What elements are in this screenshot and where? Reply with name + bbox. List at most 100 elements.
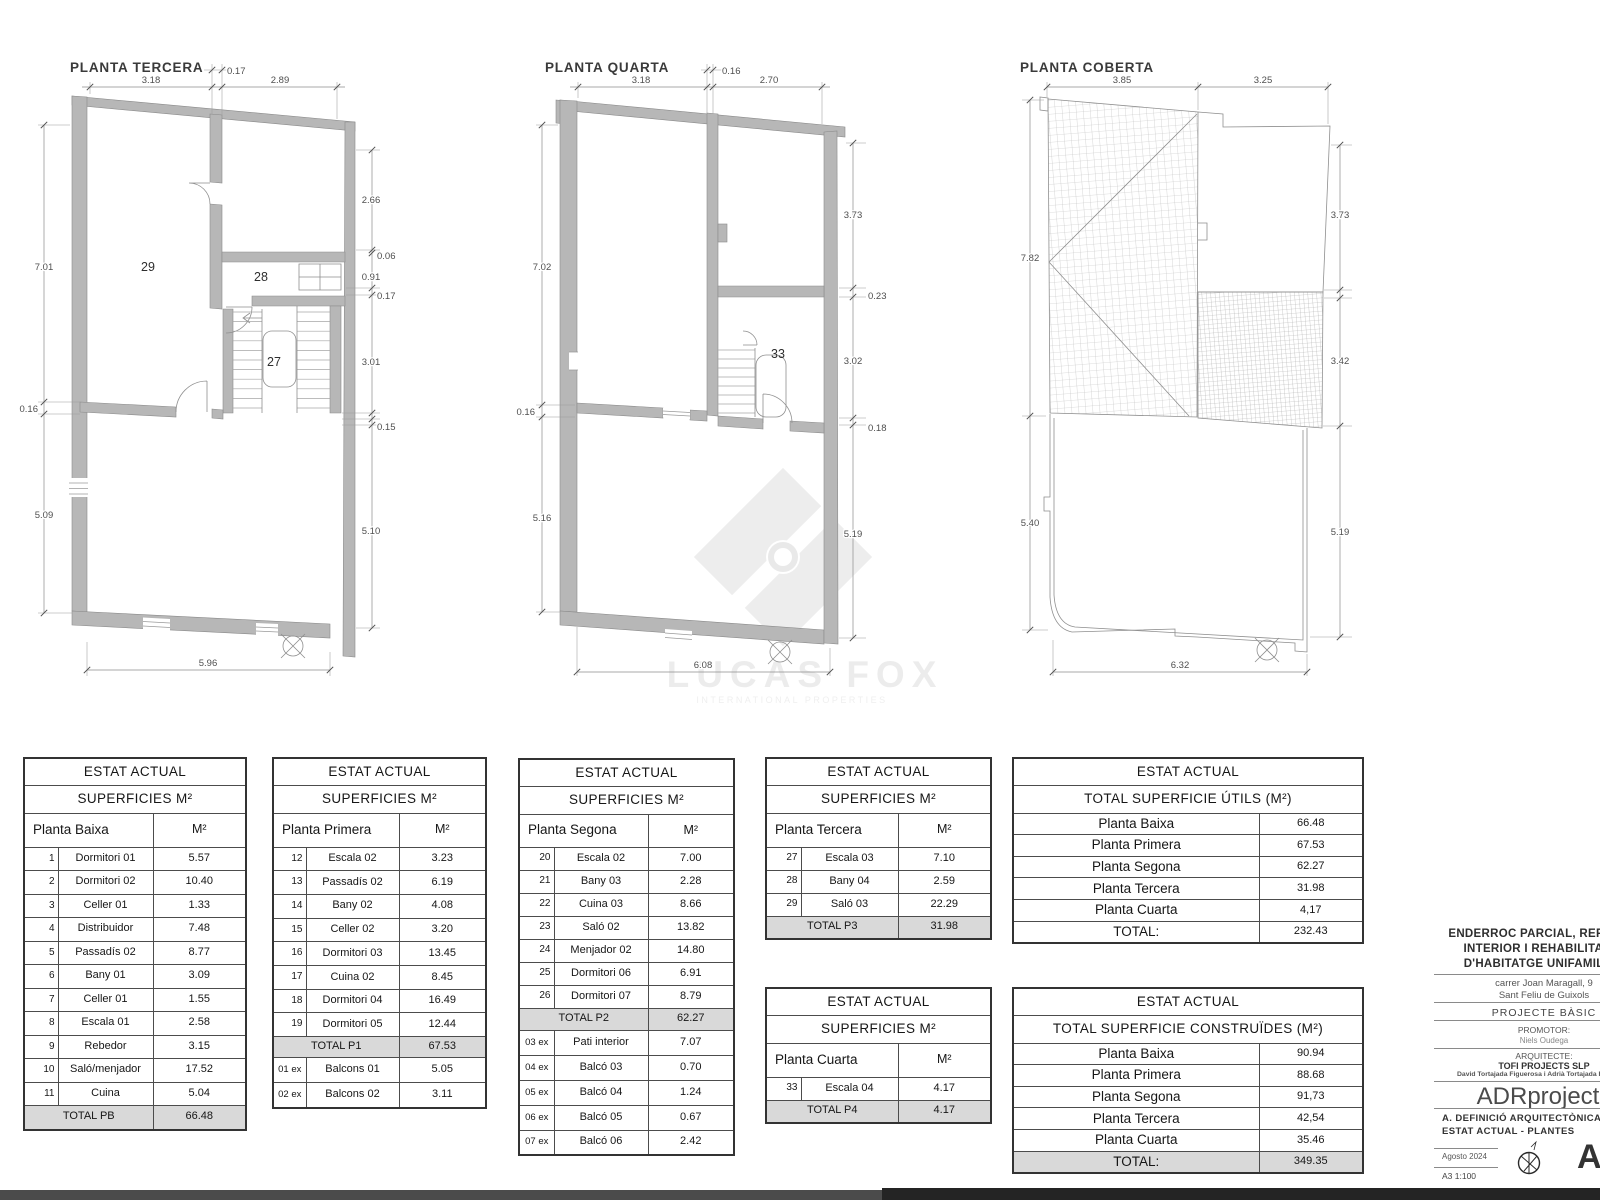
table-cell: 0.67 (647, 1104, 735, 1131)
project-title-line: INTERIOR I REHABILITACIÓ (1463, 943, 1600, 955)
table-cell: 4.17 (897, 1076, 992, 1101)
dim-label: 6.08 (694, 660, 713, 671)
table-cell: Saló 03 (800, 892, 899, 917)
table-cell: Bany 04 (800, 869, 899, 894)
table-cell: 10.40 (152, 870, 247, 895)
table-cell: 3 (23, 893, 59, 918)
dim-label: 5.09 (35, 510, 54, 521)
table-cell: 19 (272, 1012, 307, 1037)
dim-label: 5.19 (1331, 527, 1350, 538)
dim-label: 7.02 (533, 262, 552, 273)
table-cell: 5.04 (152, 1081, 247, 1106)
table-cell: TOTAL: (1012, 1150, 1260, 1174)
table-cell: 1.33 (152, 893, 247, 918)
table-cell: 91,73 (1258, 1085, 1364, 1109)
table-cell: 4 (23, 917, 59, 942)
table-cell: 349.35 (1258, 1150, 1364, 1174)
table-cell: 66.48 (1258, 812, 1364, 836)
table-cell: 12 (272, 846, 307, 872)
table-cell: 8.66 (647, 892, 735, 917)
table-cell: ESTAT ACTUAL (765, 757, 992, 786)
table-cell: 3.20 (398, 917, 487, 943)
promotor-label: PROMOTOR: (1517, 1025, 1571, 1035)
table-cell: Distribuidor (57, 917, 154, 942)
table-cell: 8 (23, 1011, 59, 1036)
table-cell: Planta Baixa (23, 812, 154, 848)
table-cell: 12.44 (398, 1012, 487, 1037)
table-cell: 23 (518, 915, 555, 940)
table-cell: 27 (765, 846, 802, 871)
table-cell: Planta Primera (272, 812, 400, 848)
dim-label: 5.19 (844, 529, 863, 540)
table-cell: 22 (518, 892, 555, 917)
table-cell: 67.53 (398, 1036, 487, 1058)
table-cell: SUPERFICIES M² (765, 1014, 992, 1044)
table-cell: TOTAL SUPERFICIE ÚTILS (M²) (1012, 784, 1364, 814)
dim-label: 0.17 (377, 291, 396, 302)
table-cell: 5.57 (152, 846, 247, 871)
dim-label: 3.42 (1331, 356, 1350, 367)
watermark-brand: LUCAS FOX (667, 654, 944, 695)
dim-label: 5.40 (1021, 518, 1040, 529)
table-cell: SUPERFICIES M² (272, 784, 487, 814)
table-cell: Planta Tercera (1012, 1107, 1260, 1131)
table-cell: 7.48 (152, 917, 247, 942)
project-title-line: D'HABITATGE UNIFAMILIAR (1463, 958, 1600, 970)
table-cell: ESTAT ACTUAL (23, 757, 247, 786)
dim-label: 0.16 (722, 66, 741, 77)
table-cell: Dormitori 07 (553, 984, 649, 1009)
plan-title: PLANTA TERCERA (70, 60, 203, 75)
table-cell: Saló 02 (553, 915, 649, 940)
architect-persons: David Tortajada Figuerosa i Adrià Tortaj… (1457, 1071, 1600, 1078)
table-cell: 7.07 (647, 1029, 735, 1056)
address-line: carrer Joan Maragall, 9 (1495, 978, 1593, 989)
dim-label: 7.82 (1021, 253, 1040, 264)
table-cell: M² (897, 1042, 992, 1078)
dim-label: 3.18 (632, 75, 651, 86)
dim-label: 0.18 (868, 423, 887, 434)
table-cell: 4,17 (1258, 899, 1364, 922)
table-cell: 232.43 (1258, 920, 1364, 944)
dim-label: 3.02 (844, 356, 863, 367)
table-cell: 4.08 (398, 893, 487, 919)
table-cell: Cuina (57, 1081, 154, 1106)
table-cell: ESTAT ACTUAL (765, 987, 992, 1016)
table-cell: 01 ex (272, 1057, 307, 1083)
dim-label: 3.73 (1331, 210, 1350, 221)
table-cell: Passadís 02 (57, 940, 154, 965)
table-cell: Passadís 02 (305, 870, 400, 895)
table-cell: Dormitori 05 (305, 1012, 400, 1037)
table-cell: 4.17 (897, 1099, 992, 1124)
dim-label: 0.06 (377, 251, 396, 262)
table-cell: Bany 02 (305, 893, 400, 919)
table-cell: 13 (272, 870, 307, 895)
table-cell: 7 (23, 987, 59, 1012)
table-cell: 28 (765, 869, 802, 894)
table-cell: Rebedor (57, 1034, 154, 1059)
table-cell: M² (647, 813, 735, 848)
table-cell: 8.45 (398, 964, 487, 990)
table-cell: 7.10 (897, 846, 992, 871)
bottom-border-right (882, 1188, 1600, 1200)
table-cell: Bany 03 (553, 869, 649, 894)
table-cell: 1 (23, 846, 59, 871)
table-cell: Planta Baixa (1012, 812, 1260, 836)
table-cell: Balcons 01 (305, 1057, 400, 1083)
project-title-line: ENDERROC PARCIAL, REFORMA (1448, 928, 1600, 940)
dim-label: 2.70 (760, 75, 779, 86)
table-cell: 20 (518, 846, 555, 871)
sheet-corner-letter: A (1577, 1138, 1600, 1176)
table-cell: Balcons 02 (305, 1082, 400, 1108)
table-cell: 9 (23, 1034, 59, 1059)
table-cell: 31.98 (897, 915, 992, 940)
table-cell: 13.45 (398, 941, 487, 966)
table-cell: ESTAT ACTUAL (1012, 757, 1364, 786)
table-cell: Menjador 02 (553, 938, 649, 963)
table-cell: 6 (23, 964, 59, 989)
table-cell: Planta Baixa (1012, 1042, 1260, 1066)
table-cell: 31.98 (1258, 877, 1364, 901)
table-cell: 3.11 (398, 1082, 487, 1108)
table-cell: 3.15 (152, 1034, 247, 1059)
